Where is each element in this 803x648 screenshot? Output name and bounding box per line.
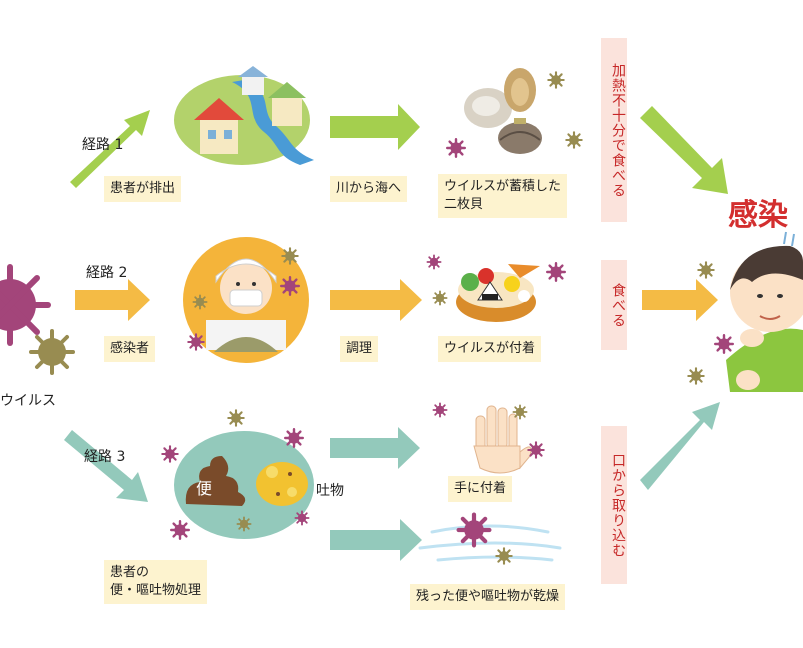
route3-source-label: 患者の 便・嘔吐物処理 [104,560,208,604]
route3-result2-label: 残った便や嘔吐物が乾燥 [410,584,566,610]
route3-arrow-to-hand [330,427,420,469]
route1-source-label: 患者が排出 [104,176,182,202]
infected-person-illustration [726,231,803,392]
route3-result-label: 手に付着 [448,476,513,502]
route3-arrow-to-infection [640,402,720,490]
route3-arrow-to-dry [330,519,422,561]
route2-name: 経路 2 [86,265,128,281]
route3-name: 経路 3 [84,449,126,465]
vomit-label: 吐物 [316,483,344,499]
route1-name: 経路 1 [82,137,124,153]
route1-action-label: 加熱不十分で食べる [601,38,627,222]
town-river-illustration [174,66,314,165]
route2-action-label: 食べる [601,260,627,350]
stool-vomit-illustration [174,431,314,539]
route1-arrow-to-sea [330,104,420,150]
virus-label: ウイルス [0,393,56,409]
route1-arrow-diagonal [70,110,150,188]
bento-illustration [456,264,540,322]
route3-action-label: 口から取り込む [601,426,627,584]
route2-arrow-to-bento [330,279,422,321]
infection-title: 感染 [728,198,788,233]
cook-illustration [183,237,309,363]
route3-arrow-diagonal [64,430,148,502]
stool-label: 便 [196,479,213,498]
route1-result-label: ウイルスが蓄積した 二枚貝 [438,174,568,218]
route2-arrow-to-cook [75,279,150,321]
route2-arrow-to-infection [642,279,718,321]
route2-result-label: ウイルスが付着 [438,336,542,362]
route2-step-label: 調理 [340,336,379,362]
route1-arrow-to-infection [640,106,728,194]
bivalve-shellfish-illustration [464,68,542,154]
route1-step-label: 川から海へ [330,176,408,202]
big-virus-purple-icon [0,264,51,346]
big-virus-olive-icon [29,329,75,375]
hand-illustration [473,405,532,474]
route2-source-label: 感染者 [104,336,156,362]
